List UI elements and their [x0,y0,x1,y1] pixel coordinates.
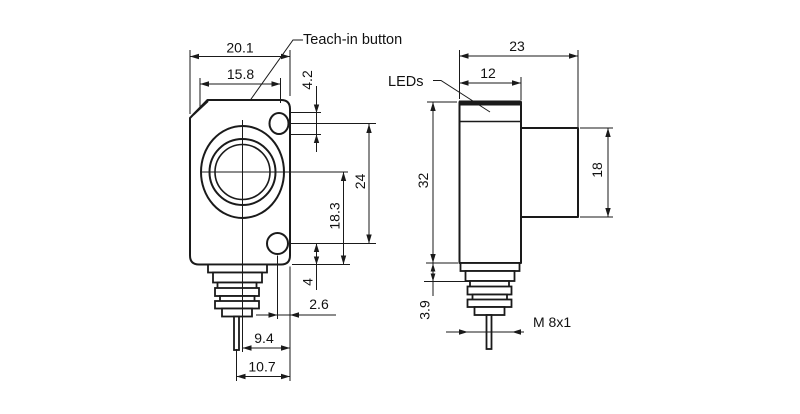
arrow [190,53,199,60]
connector-ring-2 [466,285,513,296]
connector-pin [233,315,240,351]
arrow [242,345,252,351]
dim-total-depth: 23 [509,38,525,54]
side-arrowheads [430,53,611,335]
dim-rear-height: 18 [589,162,605,178]
arrow [281,53,290,60]
teach-in-button [268,112,290,135]
dim-lens-axis-to-bottom: 18.3 [327,202,343,229]
dim-lens-axis-to-edge: 9.4 [254,330,274,346]
arrow [459,80,469,86]
dim-total-width: 20.1 [226,40,253,56]
front-corner-chamfer-line [192,100,209,116]
arrow [281,345,290,351]
connector-flange [207,263,268,274]
arrow [459,329,468,335]
arrow [313,243,320,252]
connector-ring-3 [466,298,513,308]
front-connector [207,263,268,351]
leds-label: LEDs [388,74,423,90]
side-rear-block [521,127,579,218]
dim-front-depth: 12 [480,65,496,81]
side-extension-lines [424,50,613,282]
arrow [459,53,469,59]
arrow [430,102,436,111]
arrow [605,128,611,137]
arrow [290,312,299,318]
arrow [512,80,521,86]
dim-led-to-edge: 2.6 [309,296,329,312]
arrow [569,53,578,59]
thread-size-label: M 8x1 [533,314,571,330]
arrow [430,273,436,282]
connector-tip [473,306,506,316]
leds-leader-line [433,80,491,113]
dim-button-to-led: 24 [352,174,368,190]
connector-tip [221,307,253,318]
dim-connector-axis-to-edge: 10.7 [248,359,275,375]
connector-flange [459,262,521,272]
connector-ring-3 [214,300,260,310]
arrow [340,255,347,265]
teach-in-button-label: Teach-in button [303,32,402,48]
led-window-band [459,100,522,106]
led-hole [266,232,289,255]
arrow [430,254,436,263]
connector-step [464,270,516,282]
side-front-block [458,101,522,264]
dim-led-to-bottom: 4 [300,278,316,286]
arrow [512,329,521,335]
arrow [605,208,611,217]
arrow [313,256,320,265]
dim-height: 32 [415,173,431,189]
front-arrowheads [190,53,372,380]
arrow [366,124,372,133]
front-view: 20.1 15.8 4.2 24 18.3 4 2.6 9.4 10.7 Tea… [189,32,402,381]
arrow [313,134,320,143]
dim-inner-width: 15.8 [227,66,254,82]
connector-ring-2 [214,287,260,297]
front-extension-lines [189,50,376,381]
arrow [340,172,347,181]
arrow [268,312,278,318]
arrow [313,104,320,113]
arrow [281,373,290,380]
arrow [271,81,281,87]
side-view: 23 12 32 3.9 18 M 8x1 LEDs [388,38,613,350]
dim-button-diameter: 4.2 [299,70,315,90]
connector-step [212,271,263,284]
arrow [236,373,246,380]
arrow [430,263,436,272]
arrow [200,81,209,87]
arrow [366,234,372,244]
dim-collar-height: 3.9 [417,300,433,320]
teach-in-leader-line [249,39,303,101]
